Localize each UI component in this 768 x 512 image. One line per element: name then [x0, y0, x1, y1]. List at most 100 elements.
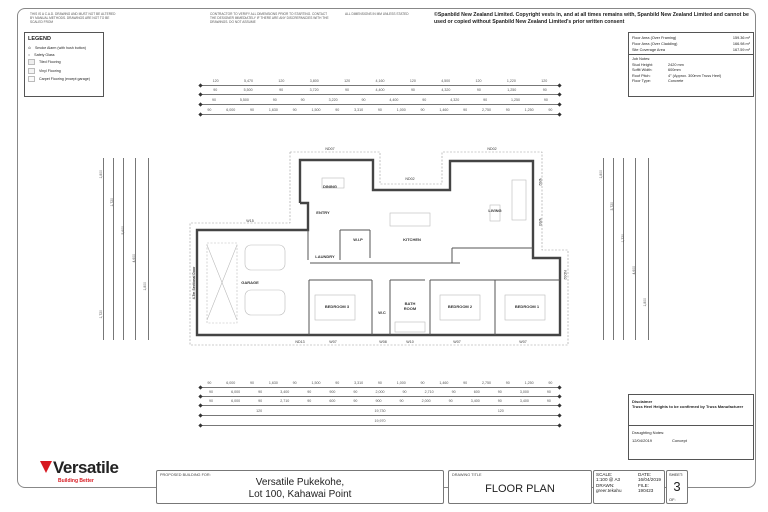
room-laundry: LAUNDRY	[315, 254, 335, 259]
tiled-swatch	[28, 59, 35, 66]
svg-text:W07: W07	[329, 340, 336, 344]
dimension-label: 120	[344, 79, 351, 83]
drawing-title: FLOOR PLAN	[485, 483, 555, 495]
dimension-label: 90	[307, 399, 312, 403]
sheet-box: SHEET: 3 OF:	[666, 470, 688, 504]
dimensions-note: ALL DIMENSIONS IN MM UNLESS STATED	[345, 12, 409, 16]
dimension-label: 90	[209, 390, 214, 394]
area-schedule: Floor Area (Over Framing)159.36 m² Floor…	[628, 32, 754, 97]
dimension-label: 90	[505, 381, 510, 385]
svg-text:ND02: ND02	[487, 147, 496, 151]
dimension-label: 90	[377, 381, 382, 385]
dimension-label: 1,460	[439, 381, 449, 385]
vertical-dimension-line	[635, 158, 636, 340]
dimension-label: 90	[335, 381, 340, 385]
scale-value: 1:100 @ A3	[596, 477, 621, 483]
copyright-notice: ©Spanbild New Zealand Limited. Copyright…	[434, 12, 749, 25]
room-labels: DINING ENTRY LIVING KITCHEN W.I.P LAUNDR…	[192, 184, 540, 315]
dimension-label: 90	[209, 399, 214, 403]
dimension-label: 90	[250, 381, 255, 385]
job-note: Stud Height:2420 mm	[632, 62, 684, 67]
dimension-label: 90	[483, 98, 488, 102]
svg-text:W02: W02	[538, 178, 542, 185]
dimension-label: 90	[546, 390, 551, 394]
dimension-label: 5,500	[243, 88, 253, 92]
dimension-label: 2,000	[375, 390, 385, 394]
dimension-label: 90	[463, 381, 468, 385]
dimension-label: 120	[475, 79, 482, 83]
dimension-label: 90	[307, 390, 312, 394]
fixtures	[206, 177, 546, 333]
dimension-label: 4,320	[450, 98, 460, 102]
dimension-label: 1,630	[268, 108, 278, 112]
bath	[394, 321, 426, 333]
dimension-label: 90	[497, 399, 502, 403]
room-living: LIVING	[488, 208, 501, 213]
dimension-label: 3,220	[328, 98, 338, 102]
vertical-dimension-line	[603, 158, 604, 340]
dimension-label: 90	[292, 381, 297, 385]
svg-text:ND07: ND07	[325, 147, 334, 151]
car	[244, 244, 286, 271]
dimension-label: 4,320	[441, 88, 451, 92]
legend-title: LEGEND	[28, 36, 51, 42]
dimension-label: 120	[497, 409, 504, 413]
project-lot: Lot 100, Kahawai Point	[248, 489, 352, 500]
dimension-label: 2,710	[424, 390, 434, 394]
dimension-label: 90	[402, 390, 407, 394]
coffee-table	[489, 204, 501, 222]
job-notes-title: Job Notes:	[632, 57, 651, 61]
dimension-label: 19,970	[374, 419, 386, 423]
dimension-label: 1,250	[524, 108, 534, 112]
dimension-label: 90	[353, 390, 358, 394]
room-garage: GARAGE	[241, 280, 259, 285]
bed	[314, 294, 356, 321]
dimension-label: 90	[292, 108, 297, 112]
vertical-dimension-line	[148, 158, 149, 340]
dimension-label: 5,470	[244, 79, 254, 83]
legend-item: Vinyl Flooring	[28, 67, 100, 74]
dimension-label: 90	[463, 108, 468, 112]
note-date: 12/04/2019	[632, 438, 653, 443]
disclaimer-title: Disclaimer	[632, 399, 653, 404]
job-note: Roof Pitch:4° (Approx. 300mm Truss Heel)	[632, 73, 722, 78]
bed	[439, 294, 481, 321]
dimension-label: 90	[361, 98, 366, 102]
dimension-label: 2,750	[481, 381, 491, 385]
vinyl-swatch	[28, 67, 35, 74]
file-number: 190423	[638, 488, 654, 494]
dimension-label: 1,500	[311, 108, 321, 112]
legend-item: ○Safety Glass	[28, 52, 55, 57]
dimension-label: 600	[473, 390, 480, 394]
smoke-alarm-icon: ⊙	[28, 46, 32, 50]
vertical-dimension-line	[103, 158, 104, 340]
dimension-label: 1,220	[506, 79, 516, 83]
room-wc: W.C	[378, 310, 386, 315]
dimension-label: 90	[377, 108, 382, 112]
legend-item: Tiled Flooring	[28, 59, 100, 66]
car	[244, 289, 286, 316]
job-note: Floor Type:Concrete	[632, 79, 684, 84]
dimension-label: 90	[279, 88, 284, 92]
dimension-label: 6,000	[231, 399, 241, 403]
disclaimer-text: Truss Heel Heights to be confirmed by Tr…	[632, 404, 744, 409]
contractor-note: CONTRACTOR TO VERIFY ALL DIMENSIONS PRIO…	[210, 12, 329, 24]
room-bedroom-1: BEDROOM 1	[515, 304, 540, 309]
interior-walls	[307, 229, 560, 335]
vertical-dimension-line	[623, 158, 624, 340]
dimension-label: 3,720	[309, 88, 319, 92]
dimension-label: 90	[505, 108, 510, 112]
dimension-label: 3,310	[354, 108, 364, 112]
dimension-label: 4,500	[441, 79, 451, 83]
